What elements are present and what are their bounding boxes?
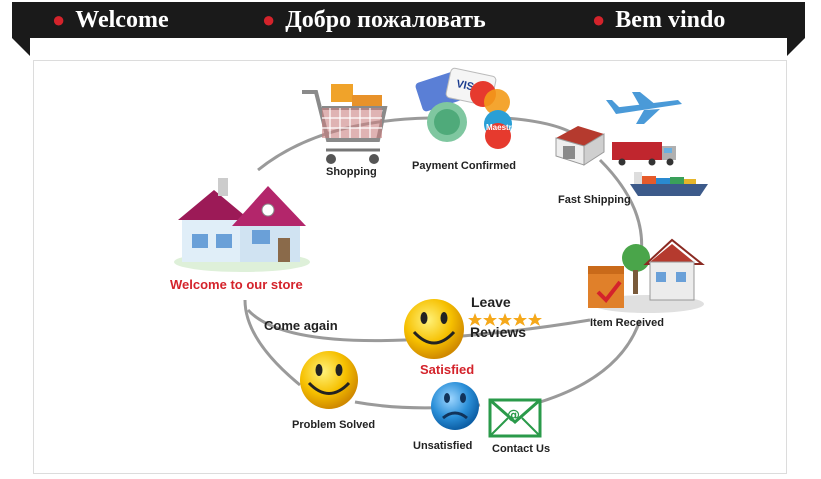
bullet-icon: ● [592,7,606,32]
svg-text:@: @ [507,408,520,423]
label-payment-confirmed: Payment Confirmed [412,160,516,172]
received-package-icon [588,238,705,313]
star-icon [528,313,542,326]
rating-stars [468,313,542,326]
label-come-again: Come again [264,318,338,333]
envelope-icon: @ [488,398,542,438]
smiley-happy-icon [300,351,358,409]
credit-cards-icon: VISA Maestro [415,67,517,149]
label-item-received: Item Received [590,317,664,329]
banner-text: Bem vindo [615,7,726,33]
star-icon [498,313,512,326]
banner-text: Добро пожаловать [285,7,486,33]
shopping-cart-icon [302,84,388,164]
smiley-happy-icon [404,299,464,359]
house-icon [174,178,310,272]
label-satisfied: Satisfied [420,362,475,377]
label-leave: Leave [471,294,511,310]
label-unsatisfied: Unsatisfied [413,440,473,452]
warehouse-icon [555,126,605,166]
arc-inner-loop [246,308,591,343]
star-icon [513,313,527,326]
maestro-label: Maestro [486,123,517,132]
banner-item-welcome: ● Welcome [52,2,169,38]
label-contact-us: Contact Us [492,443,551,455]
cargo-ship-icon [630,172,708,196]
truck-icon [612,142,676,166]
star-icon [468,313,482,326]
label-shopping: Shopping [326,166,377,178]
banner-fold-right [787,38,805,56]
label-welcome-store: Welcome to our store [170,277,303,292]
label-reviews: Reviews [470,324,527,340]
banner-fold-left [12,38,30,56]
banner-text: Welcome [75,7,169,33]
label-problem-solved: Problem Solved [292,419,376,431]
smiley-sad-icon [431,382,479,430]
star-icon [483,313,497,326]
arc-received-to-bottom [529,319,642,407]
bullet-icon: ● [52,7,66,32]
bullet-icon: ● [262,7,276,32]
top-banner [12,2,805,38]
banner-item-russian: ● Добро пожаловать [262,2,486,38]
arc-problem-to-welcome [243,299,301,387]
banner-item-portuguese: ● Bem vindo [592,2,725,38]
airplane-icon [606,92,682,124]
label-fast-shipping: Fast Shipping [558,194,631,206]
